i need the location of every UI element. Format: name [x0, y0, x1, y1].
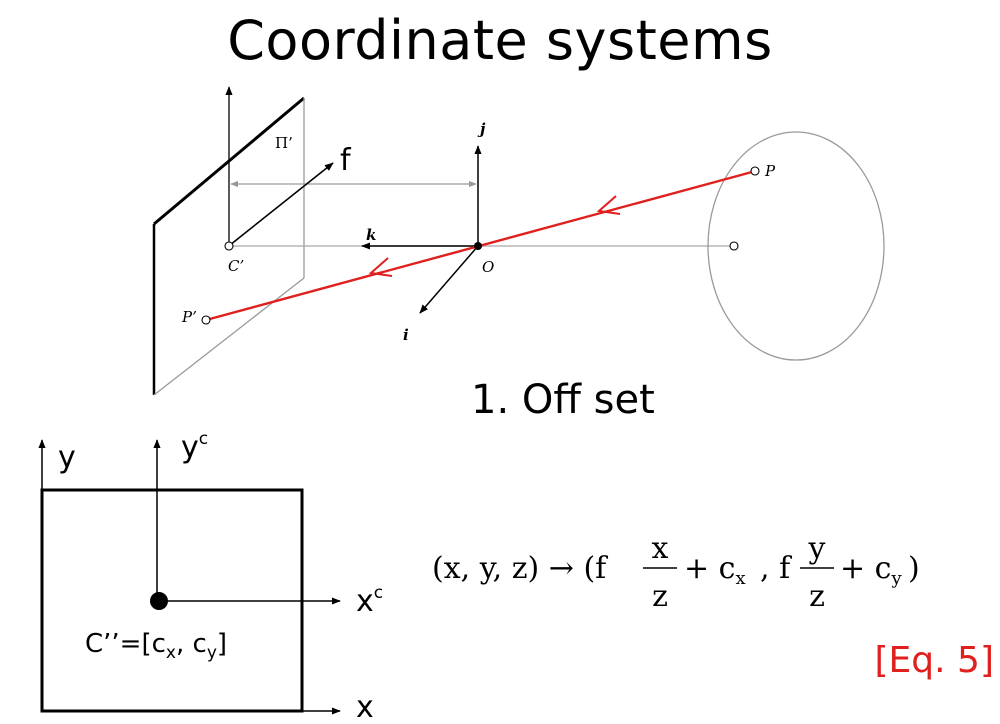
image-plane-bottom-edge	[153, 277, 305, 396]
point-P-label: P	[764, 162, 776, 180]
object-ellipse	[707, 131, 885, 361]
object-axis-point	[729, 241, 739, 251]
ray-direction-arrow-left	[368, 257, 393, 277]
axis-k-label: k	[366, 226, 376, 244]
fraction-2-numerator: y	[808, 531, 826, 566]
image-plane-diagram: y yc xc x C’’=[cx, cy]	[38, 429, 383, 724]
equation-lhs: (x, y, z) → (f	[432, 551, 608, 586]
equation-comma-f: , f	[760, 551, 792, 586]
equation-plus-cy: + cy	[840, 551, 902, 589]
projection-equation: (x, y, z) → (f x z + cx , f y z + cy )	[432, 531, 920, 614]
axis-i-arrow	[419, 245, 479, 314]
equation-reference: [Eq. 5]	[875, 640, 994, 681]
focal-label: f	[340, 143, 352, 178]
point-P-prime-label: P’	[181, 308, 197, 326]
principal-point-dot	[150, 592, 168, 610]
plane-label: Π’	[275, 134, 293, 152]
ray-direction-arrow-right	[596, 195, 621, 215]
xc-axis-label: xc	[356, 583, 383, 619]
point-P	[750, 166, 760, 176]
optical-center-point	[224, 241, 234, 251]
section-heading: 1. Off set	[471, 377, 655, 423]
principal-point-label: C’’=[cx, cy]	[85, 629, 227, 663]
slide-title: Coordinate systems	[227, 9, 773, 72]
axis-i-label: i	[403, 326, 409, 344]
fraction-1-numerator: x	[652, 531, 669, 566]
x-axis-label: x	[356, 690, 374, 724]
origin-point	[474, 242, 482, 250]
focal-arrow	[229, 162, 334, 246]
equation-plus-cx: + cx	[684, 551, 746, 589]
point-P-prime	[201, 315, 211, 325]
optical-center-label: C’	[228, 257, 244, 275]
yc-axis-label: yc	[181, 429, 208, 465]
axis-j-label: j	[477, 120, 486, 138]
equation-close: )	[908, 551, 920, 586]
fraction-1-denominator: z	[652, 579, 668, 614]
y-axis-label: y	[58, 440, 76, 475]
origin-label: O	[482, 258, 494, 276]
pinhole-diagram: Π’ f j k i C’ O P P’	[152, 86, 885, 396]
fraction-2-denominator: z	[809, 579, 825, 614]
